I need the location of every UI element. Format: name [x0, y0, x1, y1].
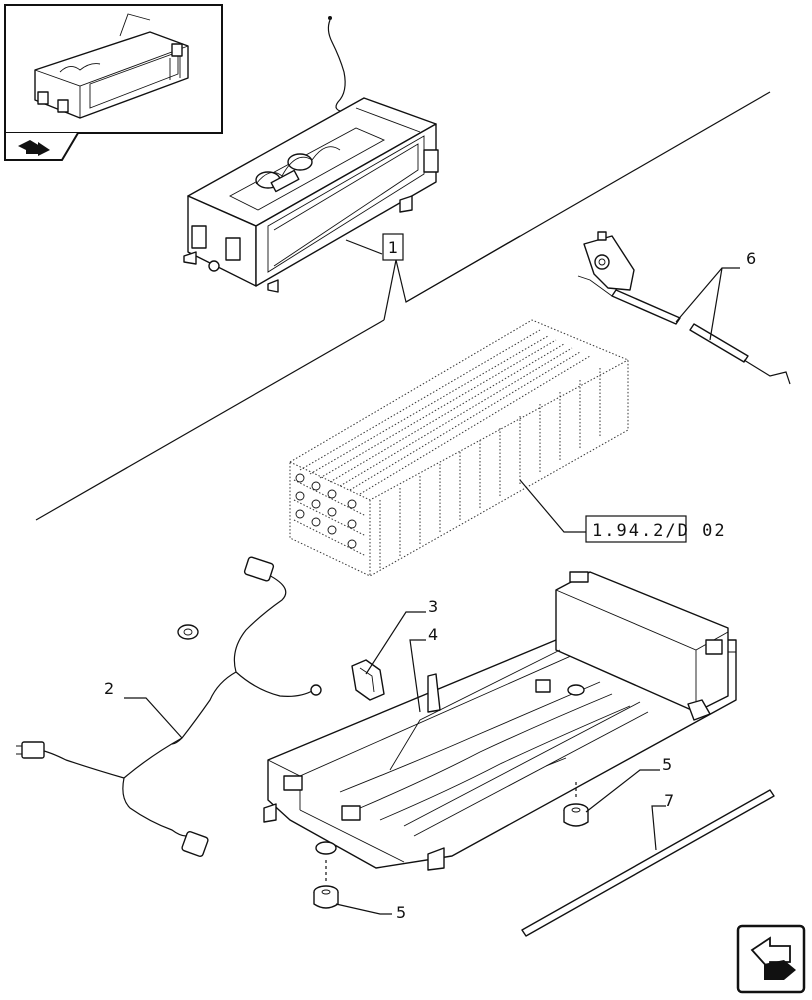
callout-3: 3: [428, 597, 438, 616]
wiring-harness: [16, 556, 322, 858]
callout-1: 1: [388, 238, 398, 257]
callout-2: 2: [104, 679, 114, 698]
heater-housing: [263, 571, 737, 871]
callout-7: 7: [664, 791, 674, 810]
rubber-mount-bottom: [313, 860, 339, 909]
clip-part: [351, 659, 385, 701]
callout-4: 4: [428, 625, 438, 644]
rubber-mount-top: [563, 782, 589, 827]
callout-5-top: 5: [662, 755, 672, 774]
assembly-thumbnail-icon[interactable]: [4, 4, 223, 161]
separator-line: [35, 319, 385, 521]
callout-5-bottom: 5: [396, 903, 406, 922]
heater-assembly: [183, 16, 439, 293]
reference-label: 1.94.2/D 02: [592, 521, 727, 541]
seal-strip: [521, 789, 775, 937]
thermostat-sensor: [577, 231, 791, 385]
callout-6: 6: [746, 249, 756, 268]
heater-core: [289, 319, 629, 577]
previous-page-arrow-icon[interactable]: [736, 924, 806, 994]
